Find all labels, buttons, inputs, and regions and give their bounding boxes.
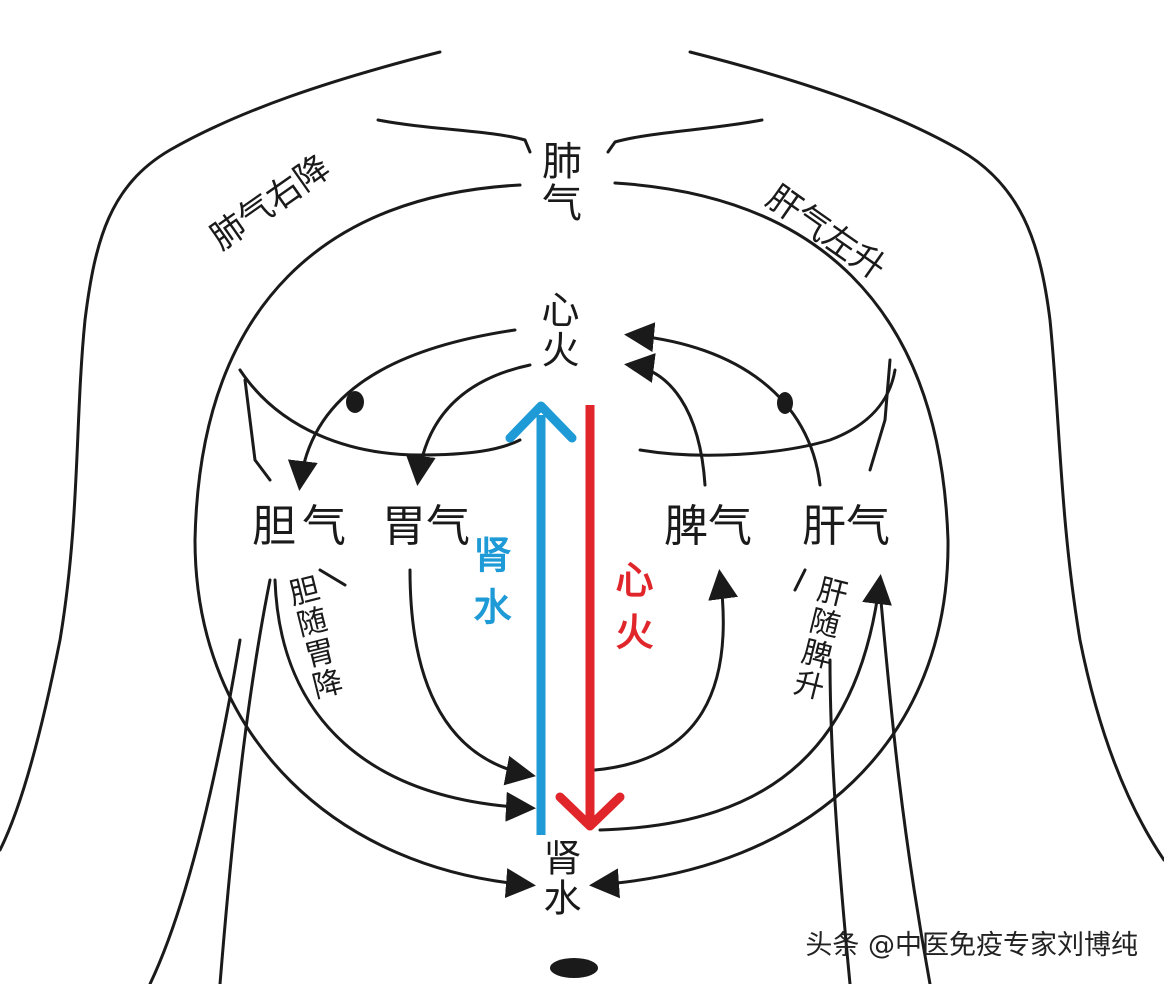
- collarbone-left: [376, 118, 532, 154]
- heart-fire-arrow: [555, 405, 625, 831]
- kidney-water-label: 肾水: [537, 838, 581, 918]
- liver-arc: [624, 322, 822, 487]
- spleen-up-arc: [593, 569, 738, 772]
- liver-up-arc: [598, 574, 892, 832]
- navel: [550, 958, 598, 978]
- outer-circle-right: [589, 181, 950, 899]
- outer-circle: [193, 183, 536, 899]
- stomach-qi-label: 胃气: [382, 501, 470, 552]
- heart-inner-left-arc: [405, 363, 532, 486]
- spleen-qi-label: 脾气: [664, 501, 752, 552]
- torso-right-side: [878, 588, 932, 984]
- spleen-arc: [624, 353, 707, 487]
- torso-right-side-inner: [828, 658, 852, 984]
- lung-qi-label: 肺气: [535, 140, 581, 224]
- gallbladder-qi-label: 胆气: [252, 501, 352, 552]
- kidney-water-arrow: [505, 401, 577, 835]
- collarbone-right: [606, 118, 764, 154]
- torso-left-side-inner: [148, 638, 242, 984]
- body-outline-left: [0, 50, 442, 852]
- torso-left-side: [218, 578, 272, 984]
- liver-qi-label: 肝气: [802, 501, 890, 552]
- nipple-right: [777, 392, 793, 414]
- gallbladder-down-arc: [273, 578, 536, 822]
- chest-line: [238, 368, 897, 457]
- heart-left-arc: [287, 328, 517, 491]
- body-outline-right: [688, 50, 1164, 862]
- nipple-left: [346, 391, 364, 413]
- kidney-water-axis-label: 肾水: [467, 535, 511, 639]
- watermark: 头条 @中医免疫专家刘博纯: [805, 930, 1138, 961]
- heart-fire-label: 心火: [535, 290, 579, 370]
- heart-fire-axis-label: 心火: [609, 560, 653, 664]
- stomach-down-arc: [408, 568, 536, 786]
